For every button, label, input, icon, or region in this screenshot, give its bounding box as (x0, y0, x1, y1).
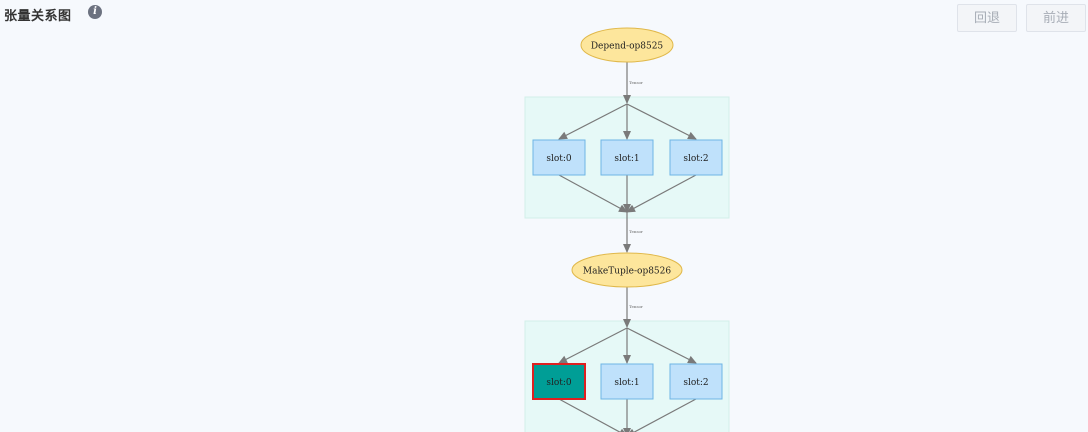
slot-node-label: slot:1 (614, 154, 639, 164)
edge-hub-to-slot (626, 327, 697, 364)
slot-node[interactable] (600, 363, 654, 400)
back-button[interactable]: 回退 (957, 4, 1017, 32)
slot-node[interactable] (669, 139, 723, 176)
edge-label: Tensor (629, 304, 643, 309)
slot-node[interactable] (532, 139, 586, 176)
graph-root: TensorTensorTensorDepend-op8525MakeTuple… (524, 27, 730, 432)
forward-button[interactable]: 前进 (1026, 4, 1086, 32)
edge-hub-to-slot (558, 327, 628, 364)
edge-slot-to-output (558, 398, 628, 432)
slot-node[interactable] (669, 363, 723, 400)
slot-node[interactable] (600, 139, 654, 176)
slot-node-label: slot:2 (683, 378, 708, 388)
page-title: 张量关系图 (4, 9, 72, 24)
slot-node-label: slot:1 (614, 378, 639, 388)
op-node-depend[interactable] (580, 27, 674, 63)
edge-label: Tensor (629, 229, 643, 234)
info-icon[interactable]: i (88, 5, 102, 19)
op-node-maketuple[interactable] (571, 252, 683, 288)
edge-slot-to-output (626, 398, 697, 432)
op-node-label: Depend-op8525 (591, 42, 664, 52)
op-node-label: MakeTuple-op8526 (583, 267, 672, 277)
edge-hub-to-slot (626, 103, 697, 140)
slot-node-label: slot:2 (683, 154, 708, 164)
edge-label: Tensor (629, 80, 643, 85)
edge-slot-to-output (558, 174, 628, 213)
edge-hub-to-slot (558, 103, 628, 140)
slot-node-label: slot:0 (546, 378, 572, 388)
slot-node-selected[interactable] (532, 363, 586, 400)
slot-node-label: slot:0 (546, 154, 572, 164)
edge-slot-to-output (626, 174, 697, 213)
